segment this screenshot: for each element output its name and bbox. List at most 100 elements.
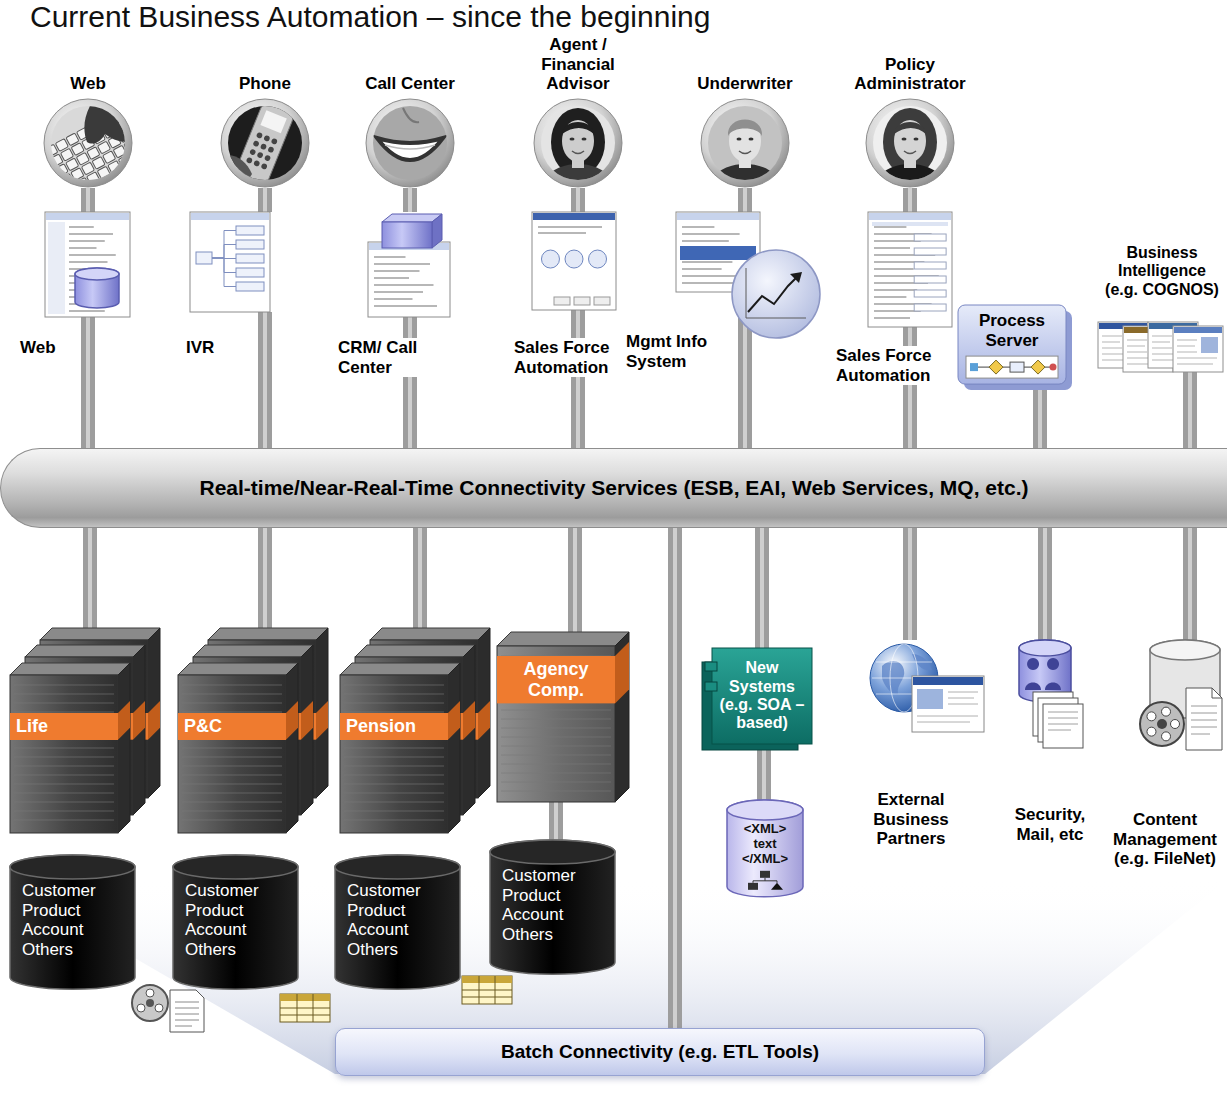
server-band bbox=[178, 713, 286, 740]
screen-text-line bbox=[682, 261, 732, 263]
document-icon bbox=[1186, 688, 1222, 750]
key-cap bbox=[65, 183, 78, 196]
role-label: Underwriter bbox=[685, 74, 805, 94]
portrait-ring bbox=[366, 99, 454, 187]
server-side bbox=[463, 645, 475, 815]
connector-highlight bbox=[263, 312, 267, 448]
connector-pipe bbox=[413, 528, 427, 628]
screen-frame bbox=[368, 242, 450, 317]
portrait-frame bbox=[700, 98, 790, 188]
connector-pipe bbox=[568, 528, 582, 632]
server-slot bbox=[344, 703, 444, 704]
screen-text-line bbox=[682, 268, 722, 270]
tree-branch bbox=[212, 231, 236, 259]
xml-store-cylinder: <XML> text </XML> bbox=[727, 800, 803, 897]
system-band-label: P&C bbox=[178, 713, 286, 740]
screen-text-line bbox=[682, 282, 736, 284]
portrait bbox=[220, 98, 310, 188]
icon-outline bbox=[1015, 640, 1085, 750]
server-slot bbox=[182, 784, 282, 785]
server-slot bbox=[14, 703, 114, 704]
portrait bbox=[865, 98, 955, 188]
phone-screen bbox=[260, 110, 286, 133]
key-cap bbox=[124, 140, 137, 153]
portrait-frame bbox=[220, 98, 310, 188]
connector-group bbox=[265, 528, 266, 628]
dialog-button bbox=[574, 297, 590, 305]
portrait-frame bbox=[865, 98, 955, 188]
server-slot bbox=[501, 764, 611, 765]
channel-portrait: Phone bbox=[205, 74, 325, 188]
channel-label: Call Center bbox=[350, 74, 470, 94]
screen-text-line bbox=[874, 226, 906, 228]
dialog-button bbox=[554, 297, 570, 305]
server-slot bbox=[344, 757, 444, 758]
reel-hole bbox=[1162, 732, 1171, 741]
role-portrait: Agent / Financial Advisor bbox=[518, 35, 638, 188]
connector-group bbox=[762, 528, 763, 648]
key-cap bbox=[113, 145, 126, 158]
app-outline bbox=[868, 212, 952, 327]
connector-highlight bbox=[408, 188, 412, 212]
connector-highlight bbox=[576, 310, 580, 448]
reel-hole bbox=[1162, 707, 1171, 716]
page-frame bbox=[912, 676, 984, 732]
server-unit bbox=[497, 632, 629, 802]
connector-group bbox=[1045, 528, 1046, 640]
portrait-photo bbox=[700, 98, 790, 190]
server-slot bbox=[14, 784, 114, 785]
xml-store-label: <XML> text </XML> bbox=[733, 822, 797, 867]
server-slot bbox=[501, 782, 611, 783]
bi-outline bbox=[1098, 322, 1224, 372]
connector-pipe bbox=[903, 188, 917, 212]
server-slot bbox=[14, 766, 114, 767]
server-slot bbox=[501, 728, 611, 729]
server-side bbox=[316, 628, 328, 798]
cylinder-top bbox=[75, 268, 119, 280]
document-lines bbox=[175, 1002, 199, 1026]
screen-text-line bbox=[69, 261, 108, 263]
portrait-photo bbox=[365, 98, 455, 188]
channel-label: Web bbox=[28, 74, 148, 94]
database-cylinder: Customer Product Account Others bbox=[335, 855, 460, 989]
key-cap bbox=[129, 149, 142, 162]
server-side bbox=[301, 645, 313, 815]
smile-shape bbox=[739, 151, 751, 154]
connector-group bbox=[578, 188, 579, 212]
key-cap bbox=[97, 166, 110, 179]
database-label: Customer Product Account Others bbox=[502, 866, 607, 944]
content-icon: Content Management (e.g. FileNet) bbox=[1140, 640, 1224, 760]
portrait-photo bbox=[865, 98, 955, 190]
cylinder-top bbox=[173, 855, 298, 879]
xml-store-body bbox=[727, 800, 803, 897]
connector-group bbox=[88, 188, 89, 212]
server-slot bbox=[344, 820, 444, 821]
key-cap bbox=[55, 164, 68, 177]
security-icon: Security, Mail, etc bbox=[1015, 640, 1085, 750]
server-front bbox=[178, 675, 286, 833]
server-slot bbox=[501, 791, 611, 792]
server-slot bbox=[344, 793, 444, 794]
server-band bbox=[497, 656, 615, 703]
connector-pipe bbox=[258, 528, 272, 628]
connector-highlight bbox=[86, 317, 90, 448]
server-slot bbox=[344, 784, 444, 785]
connector-pipe bbox=[755, 528, 769, 648]
server-slot bbox=[14, 820, 114, 821]
server-slot bbox=[501, 737, 611, 738]
screen-tabs bbox=[872, 222, 948, 226]
system-band-label: Pension bbox=[340, 713, 448, 740]
connector-highlight bbox=[908, 188, 912, 212]
screen-frame bbox=[45, 212, 130, 317]
connector-group bbox=[410, 188, 411, 212]
application-screen: Mgmt Info System bbox=[676, 212, 760, 292]
batch-label: Batch Connectivity (e.g. ETL Tools) bbox=[501, 1041, 819, 1063]
lips-shape bbox=[377, 138, 443, 160]
hand-shape bbox=[220, 155, 252, 190]
document-fold bbox=[1212, 688, 1222, 698]
reel-hub bbox=[1157, 719, 1167, 729]
report-screens: Business Intelligence (e.g. COGNOS) bbox=[1098, 322, 1224, 372]
connector-highlight bbox=[408, 317, 412, 448]
tree-branch bbox=[212, 258, 236, 287]
connector-pipe bbox=[1183, 372, 1197, 448]
